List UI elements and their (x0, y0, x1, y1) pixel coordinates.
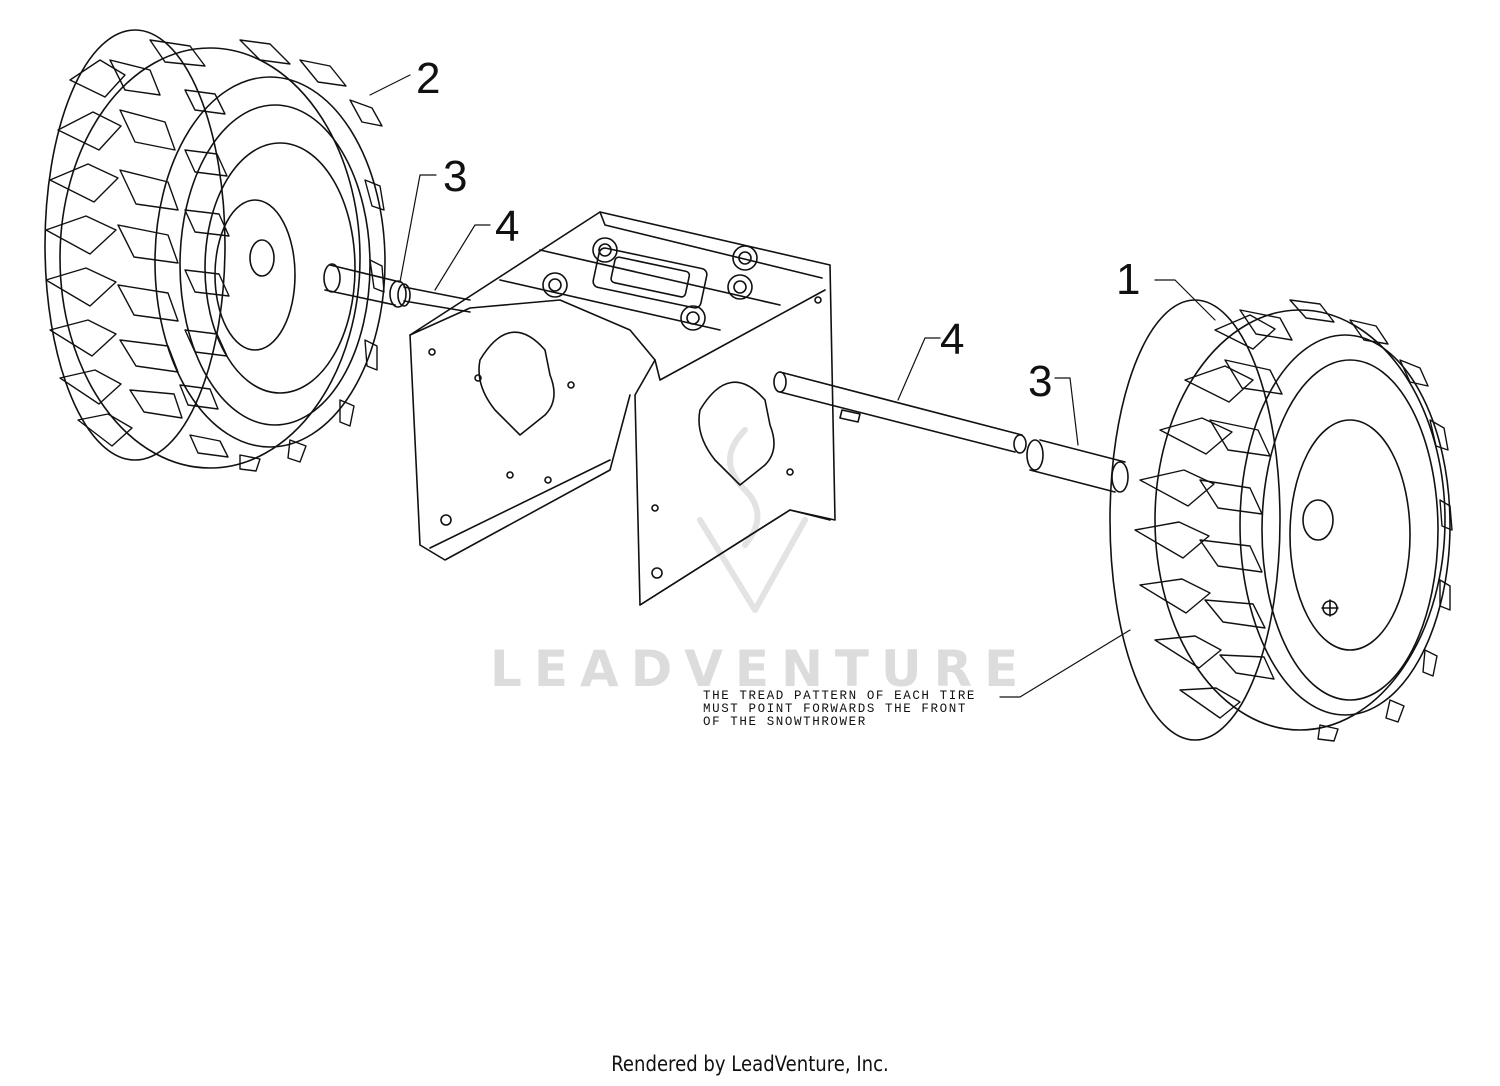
watermark-text: LEADVENTURE (490, 640, 1031, 698)
leader-lines (369, 74, 1216, 698)
callout-wheel-left[interactable]: 2 (416, 54, 441, 103)
axle-left (403, 286, 471, 313)
note-line: MUST POINT FORWARDS THE FRONT (703, 702, 967, 716)
callout-spacer-left[interactable]: 3 (443, 152, 468, 201)
wheel-left (44, 29, 386, 472)
footer-credit: Rendered by LeadVenture, Inc. (611, 1052, 889, 1076)
axle-right (773, 371, 1027, 454)
tread-right (1134, 299, 1453, 742)
spacer-left (323, 263, 411, 308)
note-line: OF THE SNOWTHROWER (703, 715, 867, 729)
callout-axle-left[interactable]: 4 (495, 202, 520, 251)
callout-axle-right[interactable]: 4 (940, 315, 965, 364)
watermark-logo (697, 427, 808, 613)
wheel-right (1109, 299, 1453, 742)
callout-spacer-right[interactable]: 3 (1028, 357, 1053, 406)
frame (409, 211, 836, 606)
callout-wheel-right[interactable]: 1 (1116, 255, 1141, 304)
tread-left (45, 39, 385, 472)
note-line: THE TREAD PATTERN OF EACH TIRE (703, 689, 977, 703)
